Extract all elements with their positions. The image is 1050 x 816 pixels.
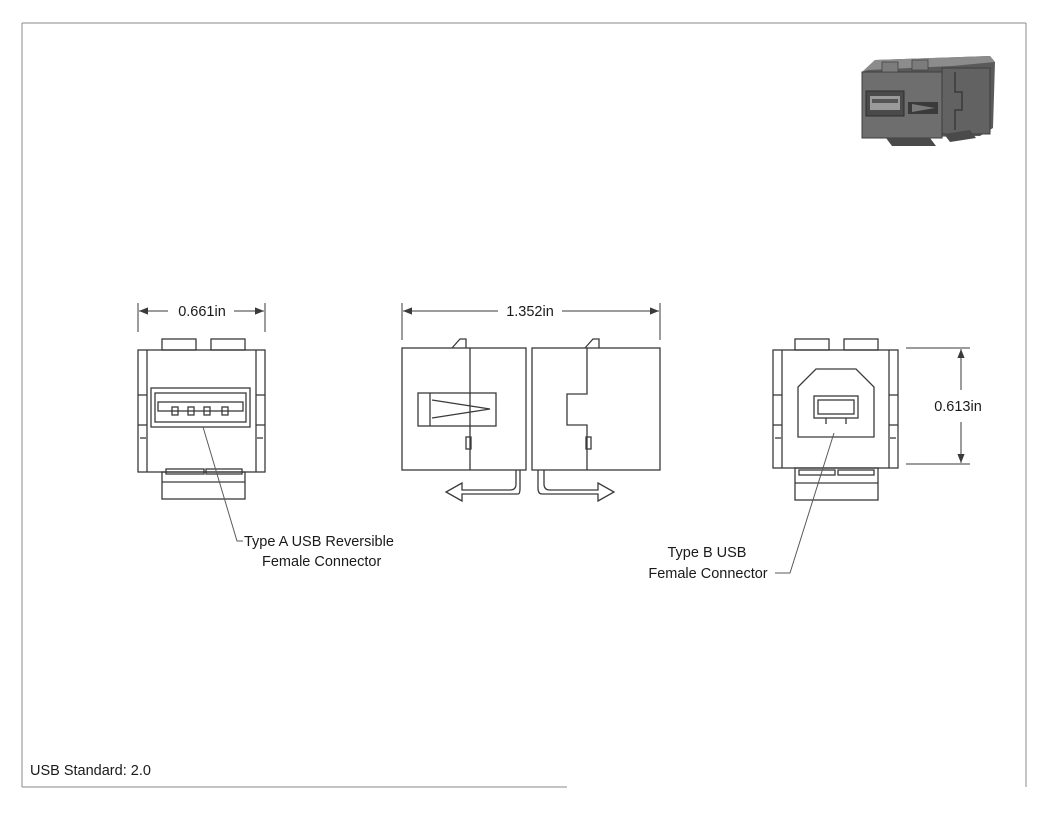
dimension-label-height: 0.613in xyxy=(934,399,982,415)
usb-standard-label: USB Standard: 2.0 xyxy=(30,763,151,779)
callout-type-a-line2: Female Connector xyxy=(262,554,381,570)
drawing-frame xyxy=(21,22,1027,788)
callout-leader-type-b xyxy=(775,432,835,574)
dimension-label-width: 0.661in xyxy=(178,304,226,320)
callout-type-a-line1: Type A USB Reversible xyxy=(244,534,394,550)
module-3d-render xyxy=(861,56,995,146)
callout-type-b-line1: Type B USB xyxy=(668,545,747,561)
side-view xyxy=(401,338,661,503)
dimension-label-length: 1.352in xyxy=(506,304,554,320)
front-view-type-a xyxy=(137,338,266,500)
back-view-type-b xyxy=(772,338,899,501)
dimension-side-length xyxy=(401,303,661,340)
dimension-front-width xyxy=(137,303,266,332)
dimension-back-height xyxy=(906,347,970,465)
callout-type-b-line2: Female Connector xyxy=(648,566,767,582)
callout-leader-type-a xyxy=(202,426,243,542)
